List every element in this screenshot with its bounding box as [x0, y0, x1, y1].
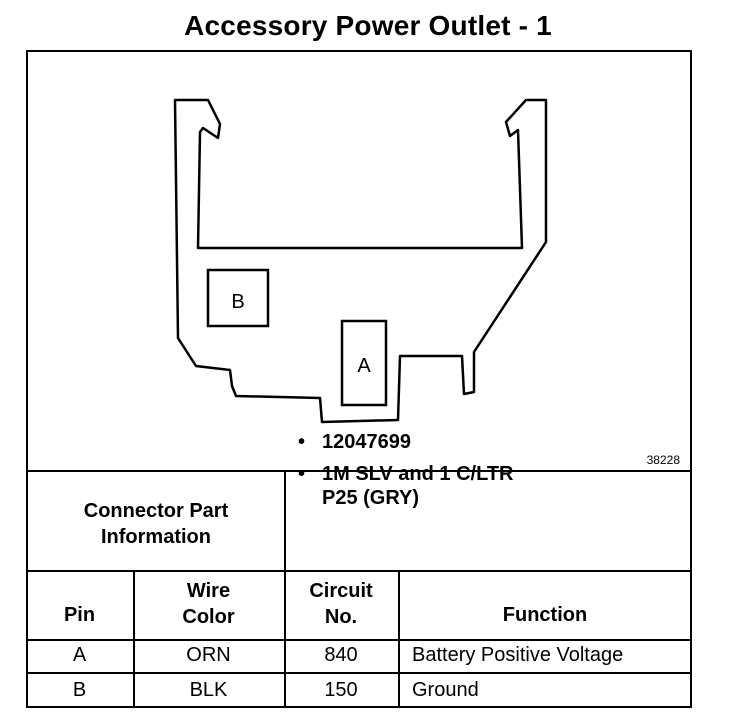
cavity-b-label: B: [231, 291, 244, 313]
row-a-function: Battery Positive Voltage: [412, 644, 624, 666]
row-b-function: Ground: [412, 679, 479, 701]
bullet: •: [298, 463, 306, 485]
connector-info-label: Connector Part Information: [28, 498, 284, 550]
header-wire-color: Wire Color: [133, 578, 284, 630]
divider-row-a: [28, 672, 690, 674]
cavity-b: [206, 268, 270, 328]
divider-col-wire: [284, 470, 286, 706]
connector-info-values: • 12047699 • 1M SLV and 1 C/LTR P25 (GRY…: [298, 430, 514, 510]
row-a-pin: A: [72, 644, 87, 666]
divider-col-circuit: [398, 570, 400, 706]
header-circuit: Circuit No.: [284, 578, 398, 630]
connector-body-outline: [173, 98, 548, 424]
row-a-wire-color: ORN: [186, 644, 231, 666]
header-function: Function: [502, 604, 588, 626]
row-a-circuit: 840: [324, 644, 358, 666]
connector-info-label-line1: Connector Part: [83, 500, 229, 522]
divider-diagram: [28, 470, 690, 472]
cavity-a: [340, 319, 388, 407]
bullet: •: [298, 431, 306, 453]
description-item: • 1M SLV and 1 C/LTR: [298, 462, 514, 486]
row-b-pin: B: [72, 679, 87, 701]
row-b-wire-color: BLK: [189, 679, 228, 701]
connector-frame: B A 38228 Connector Part Information: [26, 50, 692, 708]
header-circuit-line1: Circuit: [309, 580, 373, 602]
header-pin: Pin: [63, 604, 96, 626]
part-number-item: • 12047699: [298, 430, 514, 454]
header-wire-color-line2: Color: [182, 606, 235, 628]
description-line1: 1M SLV and 1 C/LTR: [322, 463, 514, 485]
figure-number: 38228: [646, 453, 680, 467]
description-item-cont: P25 (GRY): [298, 486, 514, 510]
connector-info-label-line2: Information: [101, 526, 211, 548]
header-circuit-line2: No.: [324, 606, 358, 628]
divider-header: [28, 639, 690, 641]
header-wire-color-line1: Wire: [186, 580, 231, 602]
divider-col-pin: [133, 570, 135, 706]
row-b-circuit: 150: [324, 679, 358, 701]
page-title: Accessory Power Outlet - 1: [184, 10, 552, 41]
divider-info: [28, 570, 690, 572]
cavity-a-label: A: [357, 355, 371, 377]
part-number: 12047699: [322, 431, 411, 453]
description-line2: P25 (GRY): [322, 487, 420, 509]
connector-diagram: B A: [173, 98, 548, 424]
